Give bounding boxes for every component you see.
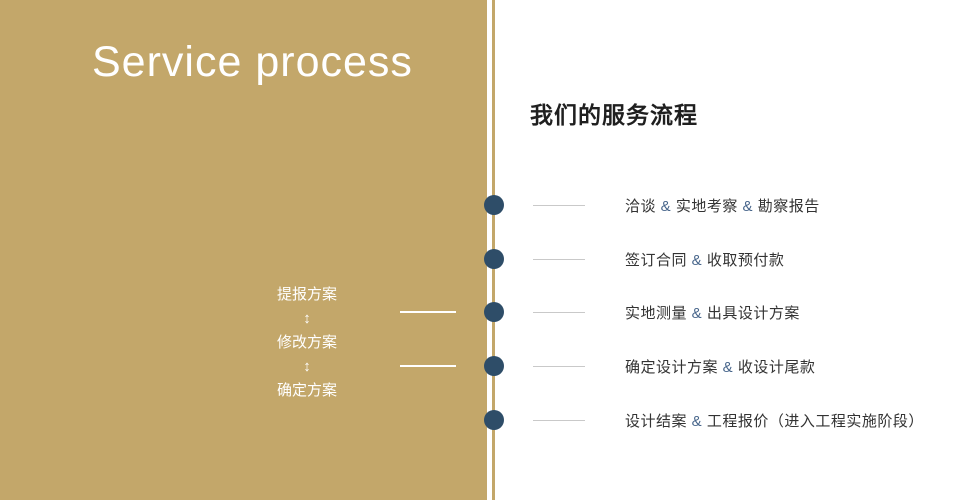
step-label: 洽谈 & 实地考察 & 勘察报告	[625, 195, 820, 216]
step-label-segment: 实地测量	[625, 304, 688, 322]
step-connector-line	[533, 258, 585, 260]
ampersand-separator: &	[737, 197, 758, 215]
loop-step-label: 确定方案	[276, 382, 337, 399]
step-row: 实地测量 & 出具设计方案	[484, 302, 800, 322]
timeline-dot	[484, 302, 504, 322]
step-label-segment: 收取预付款	[706, 251, 785, 269]
step-label: 设计结案 & 工程报价（进入工程实施阶段）	[625, 410, 924, 431]
step-label-segment: 签订合同	[625, 251, 688, 269]
step-connector-line	[533, 311, 585, 313]
loop-step-label: 修改方案	[276, 334, 337, 351]
step-row: 设计结案 & 工程报价（进入工程实施阶段）	[484, 410, 924, 430]
step-label-segment: 实地考察	[675, 197, 738, 215]
loop-step-label: 提报方案	[276, 286, 337, 303]
step-label: 确定设计方案 & 收设计尾款	[625, 356, 815, 377]
loop-connector-line	[400, 311, 456, 313]
step-connector-line	[533, 419, 585, 421]
step-label-segment: 工程报价（进入工程实施阶段）	[706, 412, 924, 430]
step-label: 实地测量 & 出具设计方案	[625, 302, 800, 323]
loop-connector-line	[400, 365, 456, 367]
step-row: 确定设计方案 & 收设计尾款	[484, 356, 815, 376]
step-label-segment: 收设计尾款	[737, 358, 816, 376]
ampersand-separator: &	[656, 197, 676, 215]
ampersand-separator: &	[687, 251, 707, 269]
step-label-segment: 确定设计方案	[625, 358, 719, 376]
timeline-dot	[484, 249, 504, 269]
up-down-arrow-icon: ↕	[303, 358, 311, 375]
step-label-segment: 出具设计方案	[706, 304, 800, 322]
ampersand-separator: &	[718, 358, 738, 376]
page-title: 我们的服务流程	[530, 102, 698, 128]
left-tan-panel	[0, 0, 487, 500]
step-row: 洽谈 & 实地考察 & 勘察报告	[484, 195, 820, 215]
timeline-dot	[484, 195, 504, 215]
step-connector-line	[533, 204, 585, 206]
ampersand-separator: &	[687, 412, 707, 430]
step-label: 签订合同 & 收取预付款	[625, 249, 784, 270]
step-label-segment: 勘察报告	[757, 197, 820, 215]
step-label-segment: 设计结案	[625, 412, 688, 430]
service-process-title: Service process	[92, 38, 413, 86]
timeline-dot	[484, 356, 504, 376]
ampersand-separator: &	[687, 304, 707, 322]
up-down-arrow-icon: ↕	[303, 310, 311, 327]
step-connector-line	[533, 365, 585, 367]
revision-loop: 提报方案 ↕ 修改方案 ↕ 确定方案	[257, 283, 357, 403]
timeline-dot	[484, 410, 504, 430]
step-row: 签订合同 & 收取预付款	[484, 249, 784, 269]
step-label-segment: 洽谈	[625, 197, 657, 215]
